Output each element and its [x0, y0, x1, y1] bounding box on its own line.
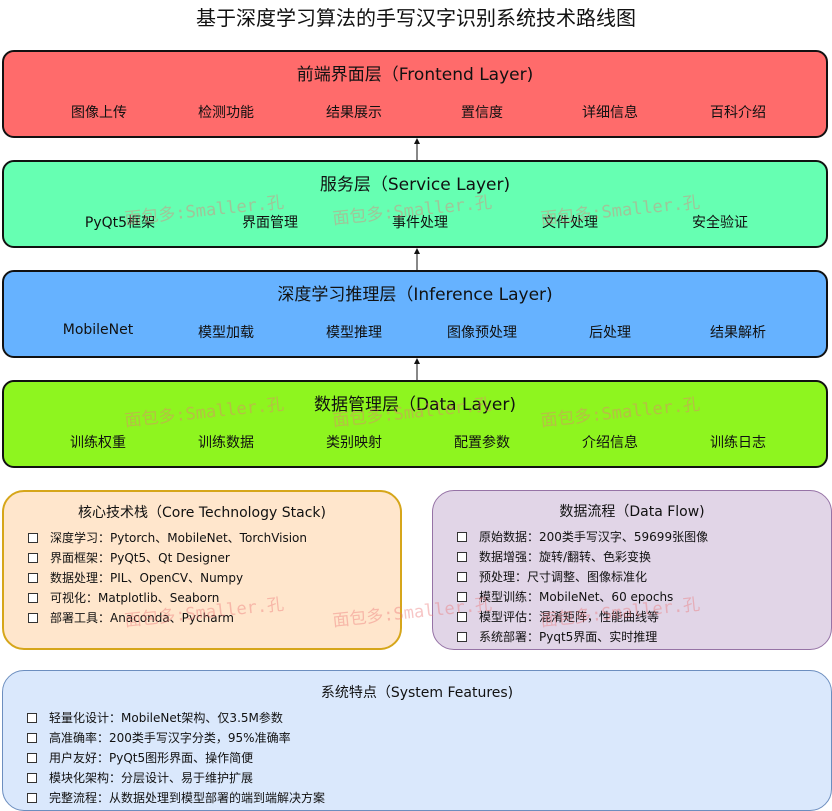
list-item: 界面框架：PyQt5、Qt Designer	[28, 548, 307, 568]
service-layer-title: 服务层（Service Layer)	[319, 175, 511, 195]
data-item: 训练日志	[710, 435, 766, 451]
core-tech-panel: 核心技术栈（Core Technology Stack) 深度学习：Pytorc…	[2, 490, 402, 650]
inference-layer-box: 深度学习推理层（Inference Layer) MobileNet 模型加载 …	[2, 270, 828, 358]
inference-item: 后处理	[589, 325, 631, 341]
data-layer-box: 数据管理层（Data Layer) 训练权重 训练数据 类别映射 配置参数 介绍…	[2, 380, 828, 468]
checkbox-icon	[28, 533, 38, 543]
frontend-layer-items: 图像上传 检测功能 结果展示 置信度 详细信息 百科介绍	[4, 102, 826, 124]
arrow-up-icon	[414, 138, 420, 160]
arrow-up-icon	[414, 358, 420, 380]
service-layer-items: PyQt5框架 界面管理 事件处理 文件处理 安全验证	[4, 212, 826, 234]
frontend-item: 图像上传	[71, 105, 127, 121]
data-flow-list: 原始数据：200类手写汉字、59699张图像 数据增强：旋转/翻转、色彩变换 预…	[457, 527, 708, 647]
data-item: 训练权重	[70, 435, 126, 451]
list-item: 深度学习：Pytorch、MobileNet、TorchVision	[28, 528, 307, 548]
inference-item: 图像预处理	[447, 325, 517, 341]
list-item: 高准确率：200类手写汉字分类，95%准确率	[27, 728, 325, 748]
service-item: 界面管理	[242, 215, 298, 231]
data-item: 训练数据	[198, 435, 254, 451]
checkbox-icon	[27, 773, 37, 783]
features-panel: 系统特点（System Features) 轻量化设计：MobileNet架构、…	[2, 670, 832, 811]
inference-item: 模型加载	[198, 325, 254, 341]
list-item-text: 界面框架：PyQt5、Qt Designer	[50, 551, 230, 565]
diagram-title: 基于深度学习算法的手写汉字识别系统技术路线图	[196, 6, 636, 30]
list-item: 用户友好：PyQt5图形界面、操作简便	[27, 748, 325, 768]
checkbox-icon	[27, 753, 37, 763]
list-item: 系统部署：Pyqt5界面、实时推理	[457, 627, 708, 647]
service-item: 事件处理	[392, 215, 448, 231]
list-item-text: 可视化：Matplotlib、Seaborn	[50, 591, 220, 605]
core-tech-list: 深度学习：Pytorch、MobileNet、TorchVision 界面框架：…	[28, 528, 307, 628]
features-list: 轻量化设计：MobileNet架构、仅3.5M参数 高准确率：200类手写汉字分…	[27, 708, 325, 808]
checkbox-icon	[27, 713, 37, 723]
list-item: 部署工具：Anaconda、Pycharm	[28, 608, 307, 628]
list-item-text: 模型评估：混淆矩阵，性能曲线等	[479, 610, 660, 624]
checkbox-icon	[28, 573, 38, 583]
list-item-text: 数据处理：PIL、OpenCV、Numpy	[50, 571, 244, 585]
list-item-text: 用户友好：PyQt5图形界面、操作简便	[49, 751, 254, 765]
checkbox-icon	[457, 612, 467, 622]
checkbox-icon	[457, 632, 467, 642]
checkbox-icon	[28, 613, 38, 623]
list-item-text: 模块化架构：分层设计、易于维护扩展	[49, 771, 254, 785]
data-layer-title: 数据管理层（Data Layer)	[313, 395, 517, 415]
list-item: 可视化：Matplotlib、Seaborn	[28, 588, 307, 608]
list-item-text: 高准确率：200类手写汉字分类，95%准确率	[49, 731, 291, 745]
frontend-item: 结果展示	[326, 105, 382, 121]
inference-layer-title: 深度学习推理层（Inference Layer)	[277, 285, 553, 305]
data-item: 类别映射	[326, 435, 382, 451]
data-flow-panel: 数据流程（Data Flow) 原始数据：200类手写汉字、59699张图像 数…	[432, 490, 832, 650]
data-layer-items: 训练权重 训练数据 类别映射 配置参数 介绍信息 训练日志	[4, 432, 826, 454]
service-item: 文件处理	[542, 215, 598, 231]
list-item: 预处理：尺寸调整、图像标准化	[457, 567, 708, 587]
inference-item: 结果解析	[710, 325, 766, 341]
checkbox-icon	[457, 552, 467, 562]
checkbox-icon	[27, 793, 37, 803]
frontend-layer-title: 前端界面层（Frontend Layer)	[296, 65, 534, 85]
checkbox-icon	[457, 572, 467, 582]
list-item-text: 预处理：尺寸调整、图像标准化	[479, 570, 648, 584]
inference-item: 模型推理	[326, 325, 382, 341]
list-item: 模块化架构：分层设计、易于维护扩展	[27, 768, 325, 788]
list-item-text: 轻量化设计：MobileNet架构、仅3.5M参数	[49, 711, 283, 725]
checkbox-icon	[27, 733, 37, 743]
frontend-item: 检测功能	[198, 105, 254, 121]
inference-layer-items: MobileNet 模型加载 模型推理 图像预处理 后处理 结果解析	[4, 322, 826, 344]
list-item-text: 完整流程：从数据处理到模型部署的端到端解决方案	[49, 791, 326, 805]
data-item: 介绍信息	[582, 435, 638, 451]
data-item: 配置参数	[454, 435, 510, 451]
frontend-layer-box: 前端界面层（Frontend Layer) 图像上传 检测功能 结果展示 置信度…	[2, 50, 828, 138]
checkbox-icon	[457, 592, 467, 602]
checkbox-icon	[28, 593, 38, 603]
list-item-text: 原始数据：200类手写汉字、59699张图像	[479, 530, 709, 544]
list-item: 轻量化设计：MobileNet架构、仅3.5M参数	[27, 708, 325, 728]
frontend-item: 百科介绍	[710, 105, 766, 121]
list-item: 模型评估：混淆矩阵，性能曲线等	[457, 607, 708, 627]
frontend-item: 详细信息	[582, 105, 638, 121]
service-item: PyQt5框架	[84, 215, 156, 231]
list-item: 完整流程：从数据处理到模型部署的端到端解决方案	[27, 788, 325, 808]
list-item-text: 部署工具：Anaconda、Pycharm	[50, 611, 234, 625]
list-item: 模型训练：MobileNet、60 epochs	[457, 587, 708, 607]
list-item-text: 数据增强：旋转/翻转、色彩变换	[479, 550, 652, 564]
list-item: 数据增强：旋转/翻转、色彩变换	[457, 547, 708, 567]
service-item: 安全验证	[692, 215, 748, 231]
frontend-item: 置信度	[461, 105, 503, 121]
list-item-text: 系统部署：Pyqt5界面、实时推理	[479, 630, 658, 644]
list-item: 原始数据：200类手写汉字、59699张图像	[457, 527, 708, 547]
inference-item: MobileNet	[62, 322, 134, 338]
checkbox-icon	[28, 553, 38, 563]
list-item-text: 模型训练：MobileNet、60 epochs	[479, 590, 674, 604]
list-item-text: 深度学习：Pytorch、MobileNet、TorchVision	[50, 531, 308, 545]
checkbox-icon	[457, 532, 467, 542]
core-tech-title: 核心技术栈（Core Technology Stack)	[78, 505, 326, 521]
service-layer-box: 服务层（Service Layer) PyQt5框架 界面管理 事件处理 文件处…	[2, 160, 828, 248]
data-flow-title: 数据流程（Data Flow)	[559, 504, 705, 520]
list-item: 数据处理：PIL、OpenCV、Numpy	[28, 568, 307, 588]
features-title: 系统特点（System Features)	[320, 685, 514, 701]
arrow-up-icon	[414, 248, 420, 270]
